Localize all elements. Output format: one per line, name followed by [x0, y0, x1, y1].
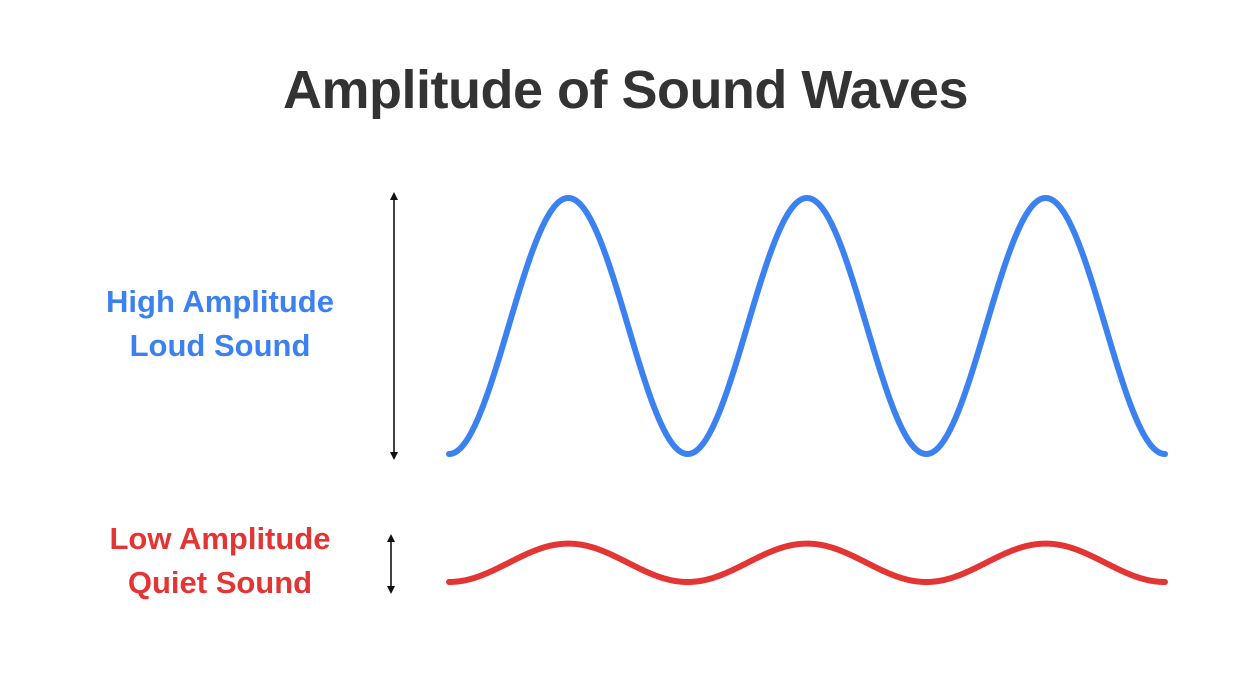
diagram-title: Amplitude of Sound Waves	[282, 60, 969, 120]
low-amplitude-wave	[446, 540, 1168, 586]
high-amplitude-wave	[446, 194, 1168, 458]
high-amplitude-label: High Amplitude Loud Sound	[60, 280, 380, 368]
high-amplitude-text: High Amplitude	[106, 284, 334, 319]
low-amplitude-label: Low Amplitude Quiet Sound	[60, 517, 380, 605]
low-amplitude-text: Low Amplitude	[109, 521, 331, 556]
quiet-sound-text: Quiet Sound	[127, 565, 313, 600]
loud-sound-text: Loud Sound	[129, 328, 311, 363]
